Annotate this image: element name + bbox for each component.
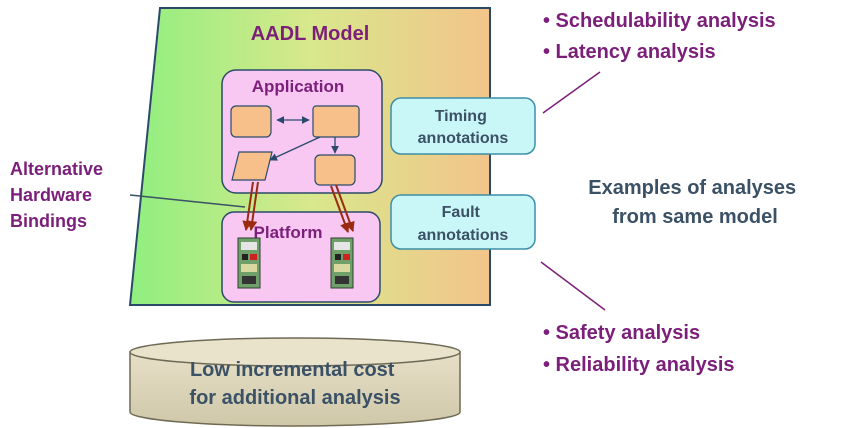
component-box-1: [230, 105, 272, 138]
fault-line-2: annotations: [418, 227, 509, 244]
cost-line-1: Low incremental cost: [190, 359, 395, 381]
bindings-line-3: Bindings: [10, 211, 87, 231]
examples-line-2: from same model: [612, 206, 778, 228]
fault-connector-line: [540, 261, 606, 311]
fault-annotations-box: [390, 194, 536, 250]
cost-label: Low incremental cost for additional anal…: [189, 359, 400, 409]
cost-cylinder: [129, 337, 461, 427]
component-parallelogram: [231, 151, 273, 181]
connection-arrow-diagonal: [269, 136, 321, 161]
binding-arrow-left: [242, 181, 259, 231]
hardware-board-icon: [330, 237, 354, 289]
bindings-line-2: Hardware: [10, 185, 92, 205]
latency-analysis-item: • Latency analysis: [543, 41, 716, 63]
bindings-line-1: Alternative: [10, 159, 103, 179]
cost-line-2: for additional analysis: [189, 387, 400, 409]
hardware-board-icon: [237, 237, 261, 289]
bindings-pointer-line: [129, 194, 246, 208]
application-label: Application: [252, 77, 345, 96]
bindings-label: Alternative Hardware Bindings: [10, 159, 108, 231]
examples-caption: Examples of analyses from same model: [588, 177, 801, 228]
examples-line-1: Examples of analyses: [588, 177, 796, 199]
reliability-analysis-item: • Reliability analysis: [543, 354, 735, 376]
timing-annotations-label: Timing annotations: [418, 108, 509, 147]
fault-annotations-label: Fault annotations: [418, 204, 509, 244]
component-box-2: [312, 105, 360, 138]
component-box-3: [314, 154, 356, 186]
binding-arrow-right: [330, 184, 355, 233]
schedulability-analysis-item: • Schedulability analysis: [543, 10, 776, 32]
timing-annotations-box: [390, 97, 536, 155]
aadl-model-title: AADL Model: [251, 23, 370, 45]
platform-label: Platform: [254, 223, 323, 242]
timing-line-1: Timing: [435, 108, 487, 125]
timing-connector-line: [542, 71, 601, 114]
fault-line-1: Fault: [442, 204, 481, 221]
safety-analysis-item: • Safety analysis: [543, 322, 700, 344]
timing-line-2: annotations: [418, 130, 509, 147]
